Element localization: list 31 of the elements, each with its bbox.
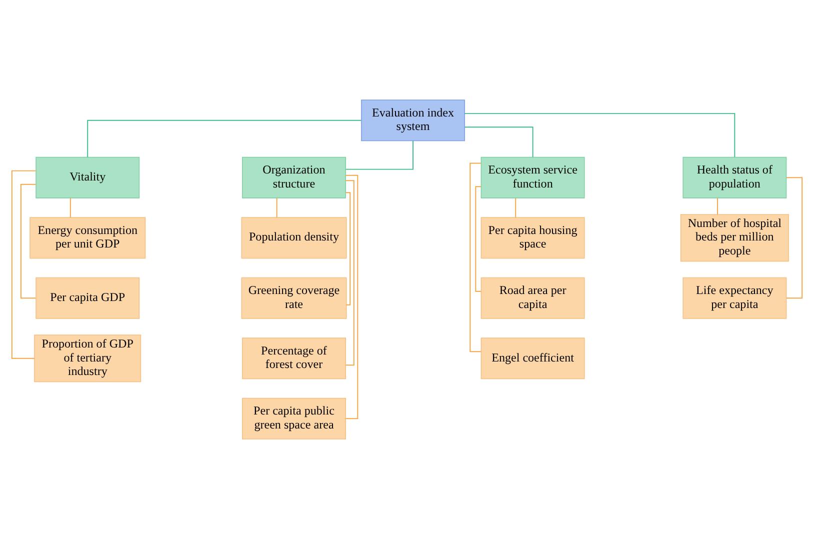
connector	[11, 170, 36, 358]
node-box: Life expectancy per capita	[682, 276, 787, 318]
connector	[464, 126, 534, 158]
node-box: Health status of population	[682, 156, 787, 198]
connector	[475, 186, 482, 292]
node-box: Ecosystem service function	[480, 156, 585, 198]
connector	[70, 197, 71, 218]
connector	[20, 183, 36, 298]
node-box: Per capita public green space area	[242, 397, 346, 439]
node-box: Road area per capita	[480, 276, 585, 318]
node-box: Energy consumption per unit GDP	[30, 216, 146, 258]
connector	[716, 197, 718, 214]
node-box: Engel coefficient	[480, 337, 585, 379]
connector	[515, 197, 516, 218]
node-box: Evaluation index system	[361, 99, 465, 141]
node-box: Per capita GDP	[36, 276, 140, 318]
node-box: Per capita housing space	[480, 216, 585, 258]
node-box: Greening coverage rate	[241, 276, 347, 318]
node-box: Organization structure	[242, 156, 346, 198]
node-box: Percentage of forest cover	[242, 337, 346, 379]
connector	[786, 176, 803, 298]
connector	[87, 119, 362, 158]
connector	[345, 192, 351, 305]
node-box: Proportion of GDP of tertiary industry	[34, 334, 142, 382]
connector	[345, 180, 354, 366]
connector	[276, 197, 278, 218]
connector	[345, 140, 414, 170]
node-box: Number of hospital beds per million people	[680, 214, 789, 262]
node-box: Vitality	[36, 156, 140, 198]
node-box: Population density	[241, 216, 347, 258]
connector	[464, 112, 736, 157]
